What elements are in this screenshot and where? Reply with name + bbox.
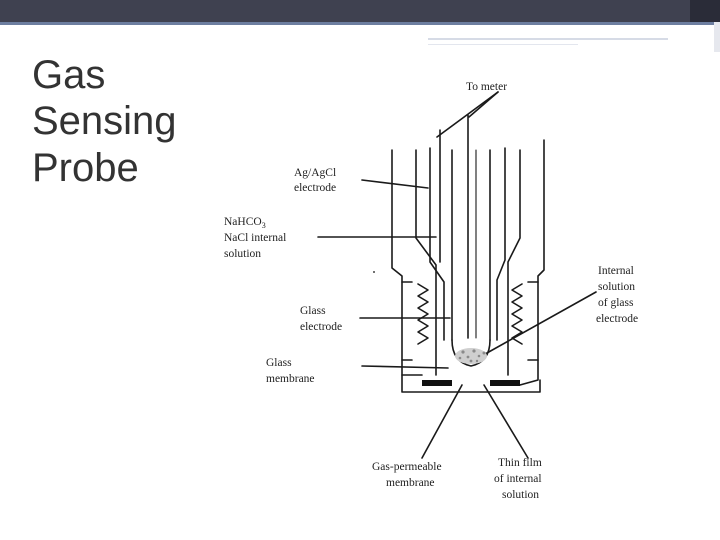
label-glass-membrane-2: membrane — [266, 373, 315, 385]
decorative-rule-thin — [428, 44, 578, 45]
inner-tube-taper-left — [429, 147, 445, 341]
label-thin-film-2: of internal — [494, 473, 542, 485]
inner-tube — [415, 149, 521, 376]
clip-right — [527, 281, 539, 361]
slide-top-bar-accent — [690, 0, 720, 22]
gas-permeable-membrane — [422, 380, 520, 386]
label-nahco3-3: solution — [224, 248, 261, 260]
glass-electrode-tube — [451, 149, 491, 341]
label-agagcl-1: Ag/AgCl — [294, 167, 336, 179]
label-internal-solution-1: Internal — [598, 265, 634, 277]
label-agagcl-2: electrode — [294, 182, 336, 194]
slide-top-rule — [0, 22, 720, 25]
leader-thin-film — [483, 384, 529, 459]
label-glass-electrode-2: electrode — [300, 321, 342, 333]
label-nahco3-1: NaHCO3 — [224, 216, 266, 230]
leader-gas-permeable — [421, 384, 463, 459]
label-gas-permeable-1: Gas-permeable — [372, 461, 442, 473]
spring-coil-right — [511, 283, 523, 345]
label-glass-electrode-1: Glass — [300, 305, 326, 317]
label-gas-permeable-2: membrane — [386, 477, 435, 489]
glass-membrane-fill — [455, 348, 487, 364]
title-line-3: Probe — [32, 145, 139, 190]
label-thin-film-3: solution — [502, 489, 539, 501]
spring-coil-left — [417, 283, 429, 345]
title-line-1: Gas — [32, 53, 106, 97]
slide-title: Gas Sensing Probe — [32, 52, 177, 191]
label-to-meter: To meter — [466, 81, 507, 93]
title-line-2: Sensing — [32, 99, 177, 144]
body-bottom — [401, 374, 541, 393]
label-nahco3-main: NaHCO — [224, 216, 262, 228]
to-meter-line-1 — [436, 91, 499, 138]
label-internal-solution-3: of glass — [598, 297, 634, 309]
slide-edge-decoration — [714, 22, 720, 52]
leader-agagcl — [361, 179, 429, 189]
inner-tube-taper-right — [496, 147, 506, 341]
outer-body-left-wall — [391, 149, 423, 376]
stray-dot — [373, 271, 375, 273]
outer-body-right-wall — [519, 139, 545, 386]
label-internal-solution-2: solution — [598, 281, 635, 293]
label-nahco3-subscript: 3 — [262, 221, 266, 230]
label-thin-film-1: Thin film — [498, 457, 542, 469]
label-glass-membrane-1: Glass — [266, 357, 292, 369]
leader-internal-solution — [477, 291, 597, 359]
slide-top-bar — [0, 0, 720, 22]
label-internal-solution-4: electrode — [596, 313, 638, 325]
label-nahco3-2: NaCl internal — [224, 232, 286, 244]
leader-glass-membrane — [361, 365, 449, 369]
decorative-rule — [428, 38, 668, 40]
to-meter-line-2 — [468, 91, 499, 118]
glass-electrode-bulb — [451, 339, 491, 367]
clip-left — [401, 281, 413, 361]
